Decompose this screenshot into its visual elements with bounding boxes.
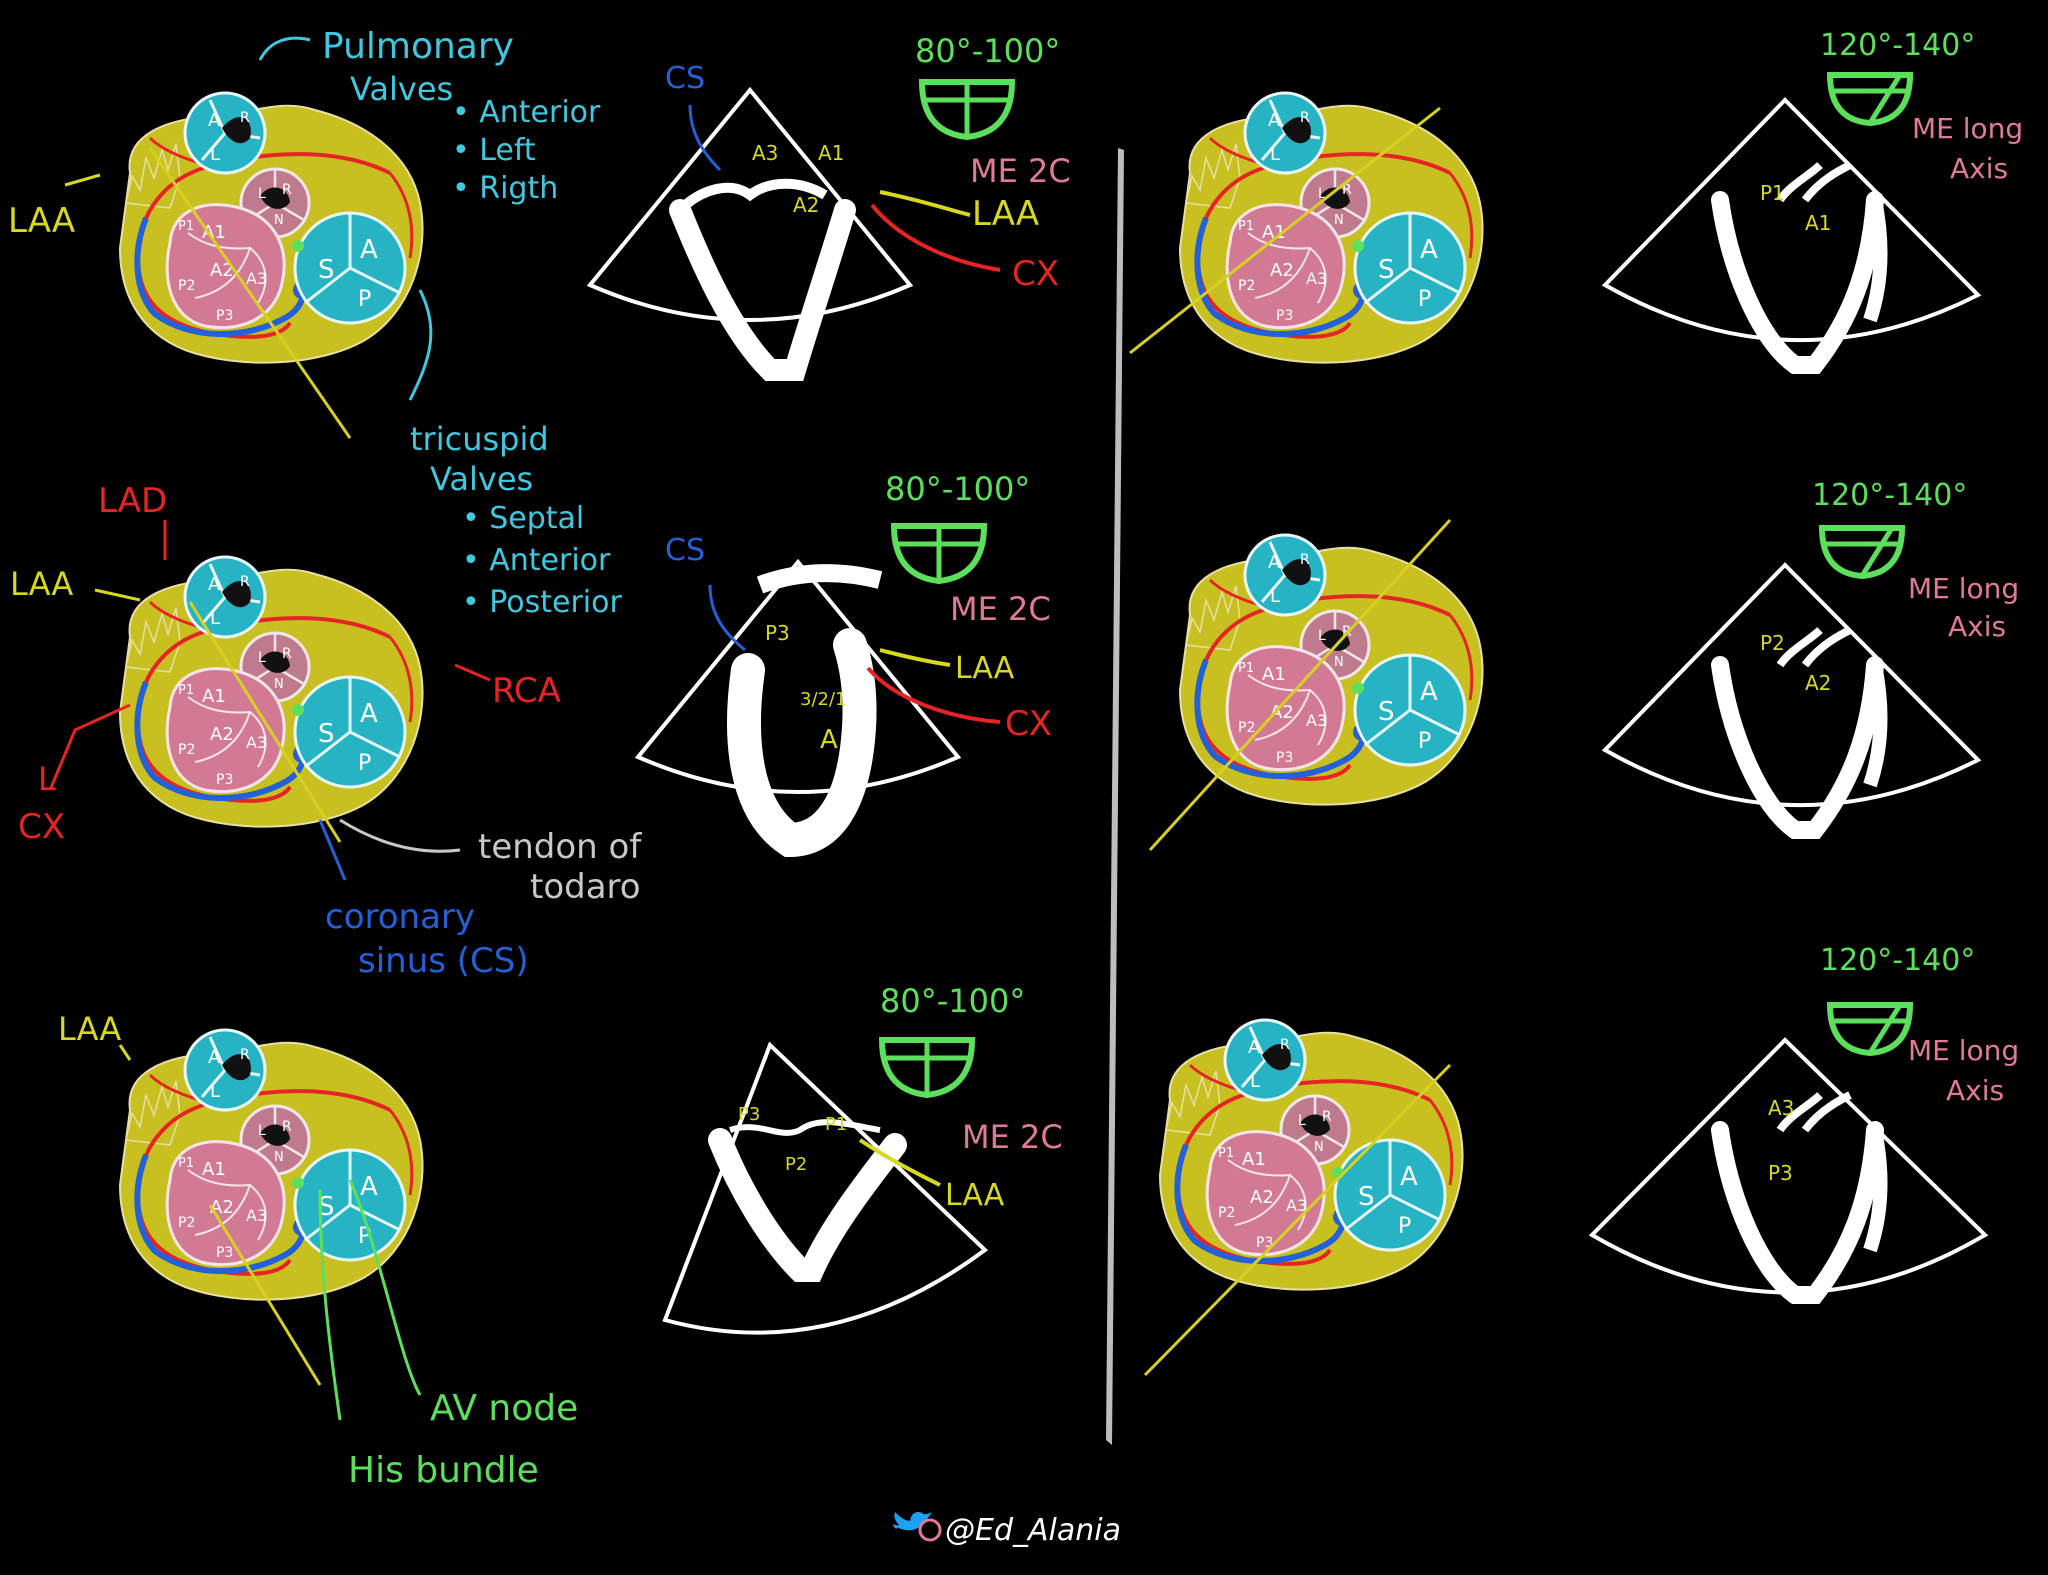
echo-view-5: 120°-140° ME long Axis P2 A2 bbox=[1601, 478, 2019, 830]
view1-seg-a3: A3 bbox=[752, 141, 778, 165]
tricuspid-title: tricuspid bbox=[410, 420, 549, 458]
view3-angle: 80°-100° bbox=[880, 982, 1025, 1020]
view1-seg-a1: A1 bbox=[818, 141, 844, 165]
view2-angle: 80°-100° bbox=[885, 470, 1030, 508]
view6-angle: 120°-140° bbox=[1820, 943, 1975, 978]
pulmonary-cusp-anterior: • Anterior bbox=[452, 95, 601, 130]
view4-name-line1: ME long bbox=[1912, 112, 2023, 145]
laa-label-3: LAA bbox=[58, 1010, 121, 1048]
column-divider bbox=[1106, 148, 1124, 1445]
pulmonary-subtitle: Valves bbox=[350, 70, 453, 108]
pulmonary-cusp-left: • Left bbox=[452, 133, 536, 168]
echo-sector bbox=[1601, 562, 1982, 808]
view6-seg-a3: A3 bbox=[1768, 1096, 1794, 1120]
heart-panel-4 bbox=[1129, 93, 1483, 363]
view4-seg-a1: A1 bbox=[1805, 211, 1831, 235]
echo-view-3: 80°-100° ME 2C P3 P1 P2 LAA bbox=[662, 982, 1063, 1335]
coronary-sinus-line2: sinus (CS) bbox=[358, 941, 529, 981]
view6-name-line2: Axis bbox=[1946, 1074, 2004, 1107]
view3-seg-p3: P3 bbox=[738, 1104, 760, 1125]
lv-two-chamber-outline bbox=[708, 1119, 907, 1282]
echo-view-6: 120°-140° ME long Axis A3 P3 bbox=[1588, 943, 2019, 1295]
view3-seg-p1: P1 bbox=[825, 1114, 847, 1135]
view3-seg-p2: P2 bbox=[785, 1154, 807, 1175]
rca-label: RCA bbox=[492, 671, 561, 711]
view5-name-line1: ME long bbox=[1908, 572, 2019, 605]
view3-name: ME 2C bbox=[962, 1118, 1063, 1156]
heart-panel-2 bbox=[120, 557, 423, 843]
tendon-of-todaro-line2: todaro bbox=[530, 867, 641, 907]
view2-seg-321: 3/2/1 bbox=[800, 689, 847, 710]
laa-label-2: LAA bbox=[10, 565, 73, 603]
echo-view-4: 120°-140° ME long Axis P1 A1 bbox=[1601, 28, 2023, 365]
view1-cx: CX bbox=[1012, 254, 1059, 294]
echo-view-1: 80°-100° ME 2C CS A3 A1 A2 LAA CX bbox=[588, 32, 1071, 370]
coronary-sinus-line1: coronary bbox=[325, 897, 475, 937]
twitter-bird-icon bbox=[892, 1512, 933, 1531]
view4-name-line2: Axis bbox=[1950, 152, 2008, 185]
view3-laa: LAA bbox=[945, 1178, 1005, 1213]
view5-seg-p2: P2 bbox=[1760, 631, 1785, 655]
view4-angle: 120°-140° bbox=[1820, 28, 1975, 63]
view2-cx: CX bbox=[1005, 704, 1052, 744]
lv-two-chamber-outline bbox=[727, 564, 883, 858]
tendon-of-todaro-line1: tendon of bbox=[478, 827, 642, 867]
tricuspid-leaflet-posterior: • Posterior bbox=[462, 585, 622, 620]
view6-name-line1: ME long bbox=[1908, 1034, 2019, 1067]
echo-sector bbox=[662, 1041, 989, 1335]
view2-seg-p3: P3 bbox=[765, 621, 790, 645]
pulmonary-title: Pulmonary bbox=[322, 26, 514, 67]
heart-panel-5 bbox=[1148, 518, 1483, 852]
l-label: L bbox=[38, 760, 56, 798]
lad-label: LAD bbox=[98, 481, 167, 521]
av-node-label: AV node bbox=[430, 1388, 578, 1429]
view2-cs: CS bbox=[665, 533, 705, 568]
echo-sector bbox=[1601, 97, 1982, 343]
view2-laa: LAA bbox=[955, 651, 1015, 686]
view1-seg-a2: A2 bbox=[793, 193, 819, 217]
credit-handle: @Ed_Alania bbox=[945, 1513, 1121, 1548]
credit: @Ed_Alania bbox=[892, 1512, 1121, 1548]
view1-laa: LAA bbox=[972, 194, 1039, 234]
heart-panel-6 bbox=[1143, 1020, 1463, 1377]
tricuspid-subtitle: Valves bbox=[430, 460, 533, 498]
his-bundle-label: His bundle bbox=[348, 1450, 539, 1491]
heart-panel-1 bbox=[120, 93, 423, 439]
view5-seg-a2: A2 bbox=[1805, 671, 1831, 695]
pulmonary-cusp-right: • Rigth bbox=[452, 171, 558, 206]
view1-name: ME 2C bbox=[970, 152, 1071, 190]
view1-angle: 80°-100° bbox=[915, 32, 1060, 70]
view6-seg-p3: P3 bbox=[1768, 1161, 1793, 1185]
view2-name: ME 2C bbox=[950, 590, 1051, 628]
view5-angle: 120°-140° bbox=[1812, 478, 1967, 513]
view5-name-line2: Axis bbox=[1948, 610, 2006, 643]
tricuspid-leaflet-septal: • Septal bbox=[462, 501, 584, 536]
echo-view-2: 80°-100° ME 2C CS P3 3/2/1 A LAA CX bbox=[636, 470, 1052, 858]
laa-label-1: LAA bbox=[8, 201, 75, 241]
tricuspid-leaflet-anterior: • Anterior bbox=[462, 543, 611, 578]
cx-label-left: CX bbox=[18, 807, 65, 847]
view2-seg-a: A bbox=[820, 725, 838, 755]
left-annotations: Pulmonary Valves • Anterior • Left • Rig… bbox=[8, 26, 642, 1491]
view4-seg-p1: P1 bbox=[1760, 181, 1785, 205]
view1-cs: CS bbox=[665, 61, 705, 96]
heart-panel-3 bbox=[120, 1030, 423, 1386]
